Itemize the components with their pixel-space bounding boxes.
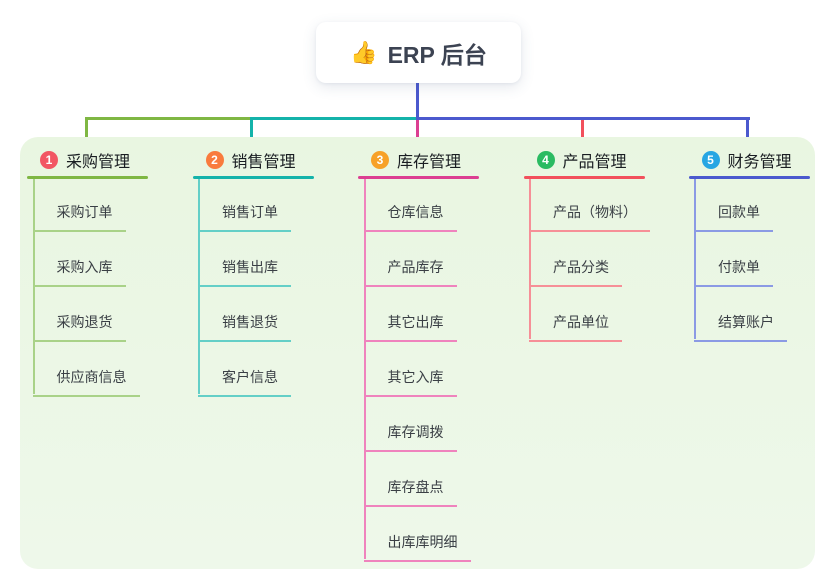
child-node[interactable]: 其它入库 <box>363 367 457 397</box>
child-node-label: 供应商信息 <box>32 367 140 397</box>
child-node-label: 产品单位 <box>529 312 622 342</box>
branch-underline <box>27 176 148 179</box>
child-node[interactable]: 客户信息 <box>198 367 291 397</box>
child-node-label: 销售订单 <box>198 202 291 232</box>
child-node[interactable]: 产品库存 <box>363 257 457 287</box>
child-node-label: 采购入库 <box>32 257 126 287</box>
branch3-drop-line <box>416 120 419 150</box>
branch-number-badge: 2 <box>205 150 224 169</box>
child-node[interactable]: 产品（物料） <box>529 202 650 232</box>
branch4-drop-line <box>581 120 584 150</box>
child-node-label: 客户信息 <box>198 367 291 397</box>
child-node[interactable]: 采购退货 <box>32 312 126 342</box>
child-node-label: 付款单 <box>694 257 773 287</box>
branches-panel <box>20 137 815 569</box>
branch-title: 销售管理 <box>231 153 296 171</box>
branch-header-1[interactable]: 1 采购管理 <box>27 145 148 179</box>
branch-header-row: 4 产品管理 <box>524 145 645 174</box>
child-node-label: 产品（物料） <box>529 202 650 232</box>
branch-children-line <box>529 179 531 339</box>
child-node-label: 采购退货 <box>32 312 126 342</box>
branch-underline <box>192 176 314 179</box>
branch-title: 库存管理 <box>397 153 462 171</box>
trunk-line <box>416 83 419 120</box>
branch-number-badge: 4 <box>536 150 555 169</box>
child-node[interactable]: 库存盘点 <box>363 477 457 507</box>
branch-header-row: 2 销售管理 <box>193 145 314 174</box>
branch-header-row: 5 财务管理 <box>689 145 810 174</box>
branch-underline <box>688 176 810 179</box>
child-node[interactable]: 其它出库 <box>363 312 457 342</box>
branch-underline <box>523 176 645 179</box>
child-node[interactable]: 回款单 <box>694 202 773 232</box>
root-title: ERP 后台 <box>387 41 487 68</box>
child-node[interactable]: 采购订单 <box>32 202 126 232</box>
child-node[interactable]: 仓库信息 <box>363 202 457 232</box>
child-node[interactable]: 销售退货 <box>198 312 291 342</box>
child-node-label: 其它入库 <box>363 367 457 397</box>
child-node[interactable]: 销售订单 <box>198 202 291 232</box>
child-node-label: 产品分类 <box>529 257 622 287</box>
child-node-label: 回款单 <box>694 202 773 232</box>
child-node-label: 采购订单 <box>32 202 126 232</box>
branch-title: 产品管理 <box>562 153 627 171</box>
branch-header-row: 1 采购管理 <box>27 145 148 174</box>
child-node-label: 库存调拨 <box>363 422 457 452</box>
branch-header-2[interactable]: 2 销售管理 <box>192 145 314 179</box>
branch2-drop-line <box>250 117 253 150</box>
child-node-label: 产品库存 <box>363 257 457 287</box>
child-node[interactable]: 结算账户 <box>694 312 787 342</box>
child-node[interactable]: 库存调拨 <box>363 422 457 452</box>
branch1-drop-line <box>85 117 88 150</box>
child-node[interactable]: 付款单 <box>694 257 773 287</box>
branch-header-row: 3 库存管理 <box>358 145 479 174</box>
root-node[interactable]: 👍 ERP 后台 <box>316 22 521 83</box>
child-node-label: 结算账户 <box>694 312 787 342</box>
branch-number-badge: 1 <box>40 150 58 169</box>
connector-mid-segment <box>250 117 419 120</box>
branch-title: 财务管理 <box>727 153 792 171</box>
child-node[interactable]: 出库库明细 <box>363 532 471 562</box>
branch-header-4[interactable]: 4 产品管理 <box>523 145 645 179</box>
connector-right-segment <box>416 117 750 120</box>
child-node[interactable]: 供应商信息 <box>32 367 140 397</box>
child-node-label: 销售退货 <box>198 312 291 342</box>
child-node-label: 其它出库 <box>363 312 457 342</box>
child-node[interactable]: 产品分类 <box>529 257 622 287</box>
thumbs-up-icon: 👍 <box>350 39 378 65</box>
branch5-drop-line <box>746 117 749 150</box>
child-node[interactable]: 销售出库 <box>198 257 291 287</box>
child-node-label: 仓库信息 <box>363 202 457 232</box>
branch-header-5[interactable]: 5 财务管理 <box>688 145 810 179</box>
branch-number-badge: 3 <box>371 150 389 169</box>
child-node[interactable]: 产品单位 <box>529 312 622 342</box>
branch-children-line <box>694 179 696 339</box>
branch-number-badge: 5 <box>701 150 720 169</box>
branch-header-3[interactable]: 3 库存管理 <box>358 145 479 179</box>
child-node-label: 销售出库 <box>198 257 291 287</box>
branch-underline <box>358 176 479 179</box>
child-node-label: 库存盘点 <box>363 477 457 507</box>
branch-children-line <box>363 179 366 559</box>
child-node-label: 出库库明细 <box>363 532 471 562</box>
branch-title: 采购管理 <box>66 153 131 171</box>
child-node[interactable]: 采购入库 <box>32 257 126 287</box>
connector-left-segment <box>85 117 253 120</box>
